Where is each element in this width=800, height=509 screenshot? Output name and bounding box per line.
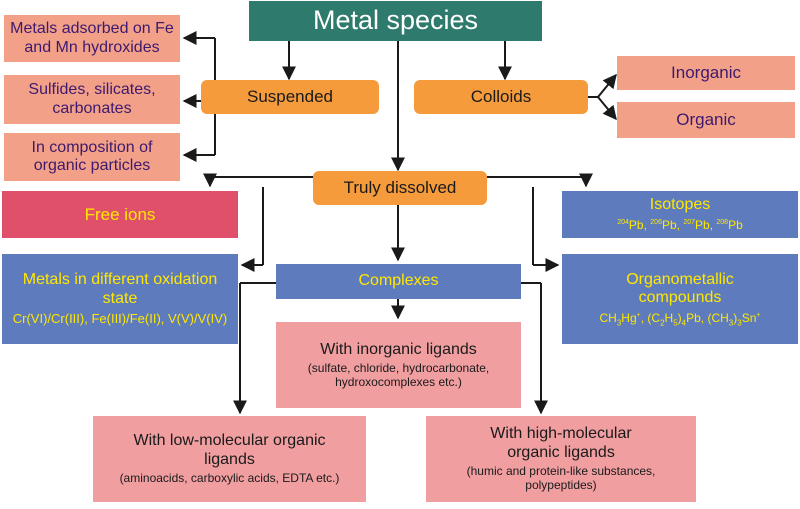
formula-methylmercury: CH3Hg+ bbox=[599, 310, 641, 327]
suspended-item-organic-particles: In composition of organic particles bbox=[4, 133, 180, 181]
oxidation-state-pairs: Cr(VI)/Cr(III), Fe(III)/Fe(II), V(V)/V(I… bbox=[12, 310, 228, 326]
truly-dissolved-label: Truly dissolved bbox=[343, 178, 457, 198]
isotopes-node: Isotopes 204Pb, 206Pb, 207Pb, 208Pb bbox=[562, 191, 798, 238]
isotopes-label: Isotopes bbox=[649, 196, 711, 214]
isotope-element: Pb bbox=[728, 217, 743, 232]
suspended-node: Suspended bbox=[201, 80, 379, 114]
suspended-label: Suspended bbox=[246, 87, 334, 107]
metal-species-title-text: Metal species bbox=[312, 5, 479, 36]
colloids-item-inorganic: Inorganic bbox=[617, 56, 795, 90]
suspended-item-sulfides-text: Sulfides, silicates, carbonates bbox=[28, 81, 156, 117]
isotope-mass-207: 207 bbox=[683, 218, 696, 226]
isotope-element: Pb bbox=[695, 217, 710, 232]
truly-dissolved-node: Truly dissolved bbox=[313, 171, 487, 205]
high-molecular-ligands-examples: (humic and protein-like substances, poly… bbox=[466, 464, 656, 492]
organometallic-label: Organometallic compounds bbox=[626, 270, 734, 307]
low-molecular-ligands-label: With low-molecular organic ligands bbox=[133, 432, 326, 468]
inorganic-ligands-examples: (sulfate, chloride, hydrocarbonate, hydr… bbox=[307, 360, 490, 389]
complexes-node: Complexes bbox=[276, 264, 521, 299]
suspended-item-organic-particles-text: In composition of organic particles bbox=[31, 138, 153, 174]
oxidation-state-node: Metals in different oxidation state Cr(V… bbox=[2, 254, 238, 344]
isotope-element: Pb bbox=[661, 217, 677, 232]
low-molecular-ligands-node: With low-molecular organic ligands (amin… bbox=[93, 416, 366, 502]
metal-species-title: Metal species bbox=[249, 1, 542, 41]
suspended-item-adsorbed: Metals adsorbed on Fe and Mn hydroxides bbox=[4, 15, 180, 62]
isotope-mass-204: 204 bbox=[617, 218, 629, 226]
organometallic-formulas: CH3Hg+, (C2H5)4Pb, (CH3)3Sn+ bbox=[599, 310, 761, 327]
high-molecular-ligands-label: With high-molecular organic ligands bbox=[490, 425, 632, 461]
colloids-item-inorganic-text: Inorganic bbox=[671, 63, 741, 83]
oxidation-state-label: Metals in different oxidation state bbox=[22, 271, 218, 307]
free-ions-label: Free ions bbox=[84, 204, 156, 224]
colloids-item-organic-text: Organic bbox=[676, 110, 736, 130]
inorganic-ligands-node: With inorganic ligands (sulfate, chlorid… bbox=[276, 322, 521, 408]
formula-trimethyltin: (CH3)3Sn+ bbox=[707, 310, 761, 327]
organometallic-node: Organometallic compounds CH3Hg+, (C2H5)4… bbox=[562, 254, 798, 344]
complexes-label: Complexes bbox=[358, 272, 439, 290]
inorganic-ligands-label: With inorganic ligands bbox=[320, 340, 477, 358]
suspended-item-adsorbed-text: Metals adsorbed on Fe and Mn hydroxides bbox=[10, 20, 174, 56]
isotope-mass-206: 206 bbox=[650, 218, 662, 226]
formula-tetraethyllead: (C2H5)4Pb bbox=[647, 310, 701, 327]
free-ions-node: Free ions bbox=[2, 191, 238, 238]
isotope-mass-208: 208 bbox=[716, 218, 729, 226]
isotopes-list: 204Pb, 206Pb, 207Pb, 208Pb bbox=[617, 217, 743, 232]
suspended-item-sulfides: Sulfides, silicates, carbonates bbox=[4, 75, 180, 124]
low-molecular-ligands-examples: (aminoacids, carboxylic acids, EDTA etc.… bbox=[119, 470, 340, 485]
isotope-element: Pb bbox=[628, 217, 644, 232]
high-molecular-ligands-node: With high-molecular organic ligands (hum… bbox=[426, 416, 696, 502]
colloids-label: Colloids bbox=[470, 87, 532, 107]
colloids-item-organic: Organic bbox=[617, 102, 795, 138]
colloids-node: Colloids bbox=[414, 80, 588, 114]
